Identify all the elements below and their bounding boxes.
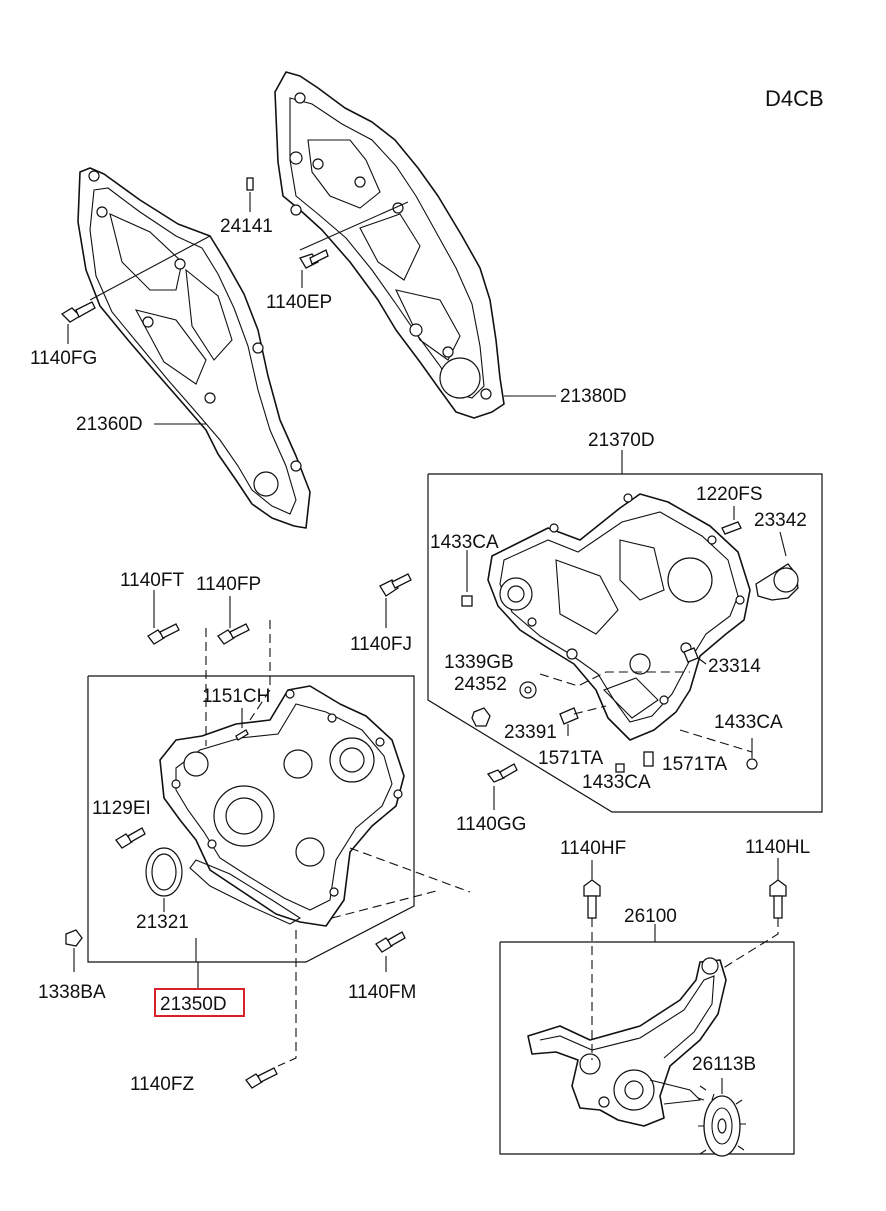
timing-case-21350d-drawing <box>159 685 405 927</box>
label-1140gg[interactable]: 1140GG <box>456 814 526 835</box>
label-24352[interactable]: 24352 <box>454 674 507 695</box>
timing-cover-21380d-drawing <box>274 71 505 419</box>
label-26100[interactable]: 26100 <box>624 906 677 927</box>
label-21360d[interactable]: 21360D <box>76 414 143 435</box>
label-1140ep[interactable]: 1140EP <box>266 292 332 313</box>
oil-pump-26100-drawing <box>527 957 727 1127</box>
label-1571ta-b[interactable]: 1571TA <box>662 754 727 775</box>
gear-23342-drawing <box>755 531 799 601</box>
timing-cover-21360d-drawing <box>77 167 311 529</box>
bolt-1140fm-drawing <box>375 931 406 972</box>
timing-case-21370d-drawing <box>487 493 751 741</box>
label-1338ba[interactable]: 1338BA <box>38 982 106 1003</box>
label-1151ch[interactable]: 1151CH <box>202 686 270 707</box>
bolt-1140fz-drawing <box>245 1067 278 1089</box>
bolt-1140fg-drawing <box>60 301 96 344</box>
label-21370d[interactable]: 21370D <box>588 430 655 451</box>
part-1433ca-b-drawing <box>615 763 625 773</box>
label-1220fs[interactable]: 1220FS <box>696 484 763 505</box>
bolt-1140ep-drawing <box>299 249 329 288</box>
bolt-1140gg-drawing <box>486 763 518 810</box>
bolt-1140ft-drawing <box>147 590 180 645</box>
label-26113b[interactable]: 26113B <box>692 1054 756 1075</box>
highlighted-part-21350d[interactable]: 21350D <box>154 988 245 1017</box>
label-1140fm[interactable]: 1140FM <box>348 982 416 1003</box>
washer-24352-drawing <box>519 681 537 699</box>
label-1140ft[interactable]: 1140FT <box>120 570 184 591</box>
label-24141[interactable]: 24141 <box>220 216 273 237</box>
part-23314-drawing <box>683 647 707 665</box>
label-23314[interactable]: 23314 <box>708 656 761 677</box>
bolt-1140fj-drawing <box>379 573 412 628</box>
pin-1151ch-drawing <box>235 708 249 741</box>
nut-1338ba-drawing <box>65 929 83 972</box>
sprocket-26113b-drawing <box>697 1078 746 1157</box>
label-1140fg[interactable]: 1140FG <box>30 348 97 369</box>
label-21321[interactable]: 21321 <box>136 912 189 933</box>
label-21380d[interactable]: 21380D <box>560 386 627 407</box>
label-21350d[interactable]: 21350D <box>160 994 227 1015</box>
label-23342[interactable]: 23342 <box>754 510 807 531</box>
engine-code-label: D4CB <box>765 86 824 111</box>
pin-24141-drawing <box>246 177 254 212</box>
label-23391[interactable]: 23391 <box>504 722 557 743</box>
label-1433ca-b[interactable]: 1433CA <box>714 712 783 733</box>
bolt-1140hf-drawing <box>583 860 601 919</box>
label-1433ca-c[interactable]: 1433CA <box>582 772 651 793</box>
label-1140fp[interactable]: 1140FP <box>196 574 261 595</box>
label-1140fj[interactable]: 1140FJ <box>350 634 412 655</box>
label-1433ca-a[interactable]: 1433CA <box>430 532 499 553</box>
label-1140hf[interactable]: 1140HF <box>560 838 626 859</box>
label-1571ta-a[interactable]: 1571TA <box>538 748 603 769</box>
label-1339gb[interactable]: 1339GB <box>444 652 514 673</box>
plug-23391-drawing <box>559 707 579 736</box>
part-1433ca-c-drawing <box>746 738 758 770</box>
label-1140hl[interactable]: 1140HL <box>745 837 810 858</box>
label-1129ei[interactable]: 1129EI <box>92 798 151 819</box>
part-1571ta-b-drawing <box>643 751 654 767</box>
bolt-1220fs-drawing <box>721 506 742 535</box>
nut-1339gb-drawing <box>471 707 491 727</box>
bolt-1140hl-drawing <box>769 858 787 919</box>
part-1433ca-a-drawing <box>461 550 473 607</box>
bolt-1129ei-drawing <box>115 827 146 849</box>
label-1140fz[interactable]: 1140FZ <box>130 1074 194 1095</box>
oil-seal-21321-drawing <box>145 847 183 912</box>
bolt-1140fp-drawing <box>217 596 250 645</box>
